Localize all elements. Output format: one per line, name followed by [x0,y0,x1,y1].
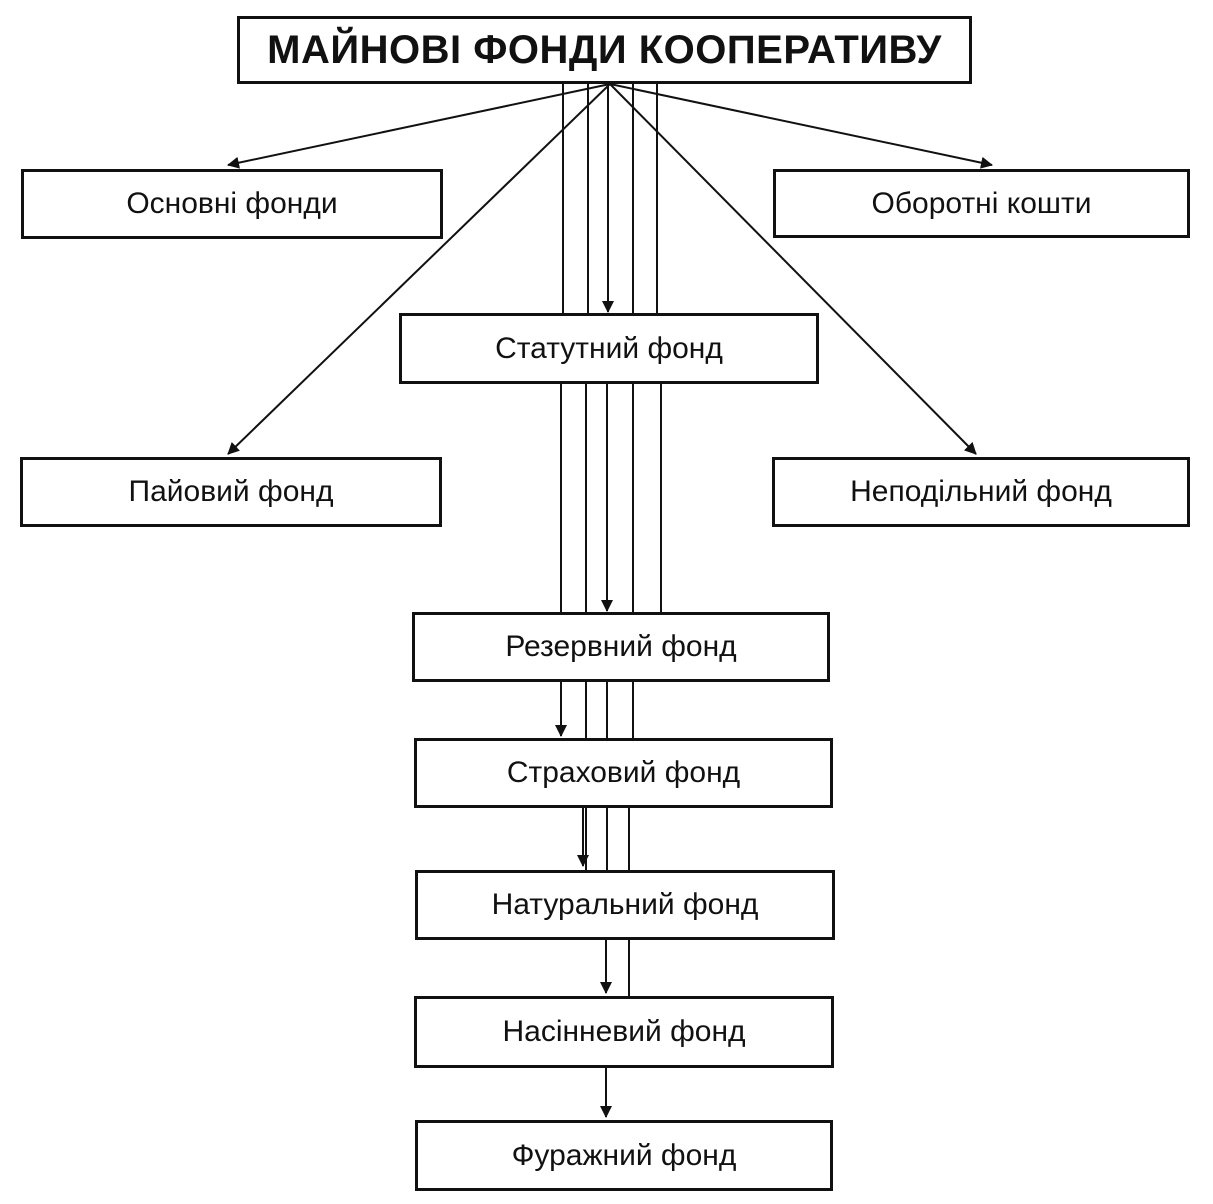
arrow-to-paiovyi [227,83,611,455]
arrow-to-osnovni [227,83,611,169]
node-rezervnyi-fond: Резервний фонд [412,612,830,682]
node-strakhovyi-fond: Страховий фонд [414,738,833,808]
node-nepodilnyi-fond: Неподільний фонд [772,457,1190,527]
diagram-title: МАЙНОВІ ФОНДИ КООПЕРАТИВУ [237,16,972,84]
node-furazhnyi-fond: Фуражний фонд [415,1120,833,1191]
node-nasinnevyi-fond: Насінневий фонд [414,996,834,1068]
arrow-to-oborotni [609,83,993,169]
node-oborotni-koshty: Оборотні кошти [773,169,1190,238]
node-naturalnyi-fond: Натуральний фонд [415,870,835,940]
node-paiovyi-fond: Пайовий фонд [20,457,442,527]
node-osnovni-fondy: Основні фонди [21,169,443,239]
arrow-to-nepodilnyi [609,83,977,455]
node-statutnyi-fond: Статутний фонд [399,313,819,384]
